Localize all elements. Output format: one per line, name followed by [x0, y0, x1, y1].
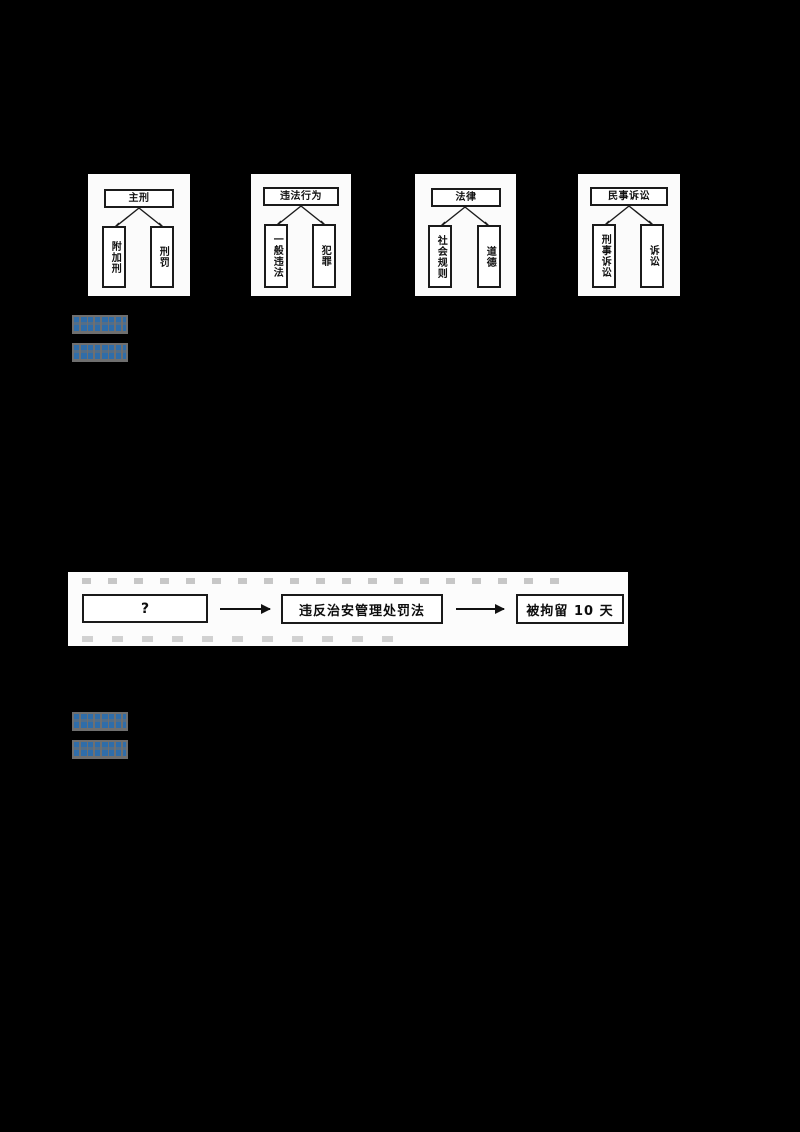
- concept-map-row: 主刑 附加刑 刑罚 违法行为 一般违法 犯罪: [0, 174, 800, 296]
- redaction-glyphs: [74, 345, 126, 359]
- redaction-group-1: [72, 315, 128, 362]
- flow-arrow-2: [456, 604, 505, 614]
- concept-node-left-4: 刑事诉讼: [592, 224, 616, 288]
- flow-step-1-box: ?: [82, 594, 208, 623]
- concept-node-right-2: 犯罪: [312, 224, 336, 288]
- concept-map-card-1: 主刑 附加刑 刑罚: [88, 174, 190, 296]
- concept-node-top-4: 民事诉讼: [590, 187, 668, 206]
- redaction-glyphs: [74, 714, 126, 728]
- redaction-bar-2b: [72, 740, 128, 759]
- concept-node-left-3: 社会规则: [428, 225, 452, 288]
- flow-step-3-box: 被拘留 10 天: [516, 594, 624, 624]
- concept-node-left-1: 附加刑: [102, 226, 126, 288]
- concept-node-right-3: 道德: [477, 225, 501, 288]
- redaction-glyphs: [74, 742, 126, 756]
- redaction-bar-1b: [72, 343, 128, 362]
- flow-step-2-box: 违反治安管理处罚法: [281, 594, 443, 624]
- concept-node-right-1: 刑罚: [150, 226, 174, 288]
- concept-map-card-4: 民事诉讼 刑事诉讼 诉讼: [578, 174, 680, 296]
- concept-node-top-3: 法律: [431, 188, 501, 207]
- concept-node-top-1: 主刑: [104, 189, 174, 208]
- concept-node-top-2: 违法行为: [263, 187, 339, 206]
- redaction-bar-1a: [72, 315, 128, 334]
- redaction-group-2: [72, 712, 128, 759]
- scan-artifact-top: [82, 578, 568, 584]
- scan-artifact-bottom: [82, 636, 412, 642]
- flow-chart: ? 违反治安管理处罚法 被拘留 10 天: [68, 572, 628, 646]
- concept-node-left-2: 一般违法: [264, 224, 288, 288]
- redaction-bar-2a: [72, 712, 128, 731]
- concept-node-right-4: 诉讼: [640, 224, 664, 288]
- concept-map-card-2: 违法行为 一般违法 犯罪: [251, 174, 351, 296]
- redaction-glyphs: [74, 317, 126, 331]
- flow-arrow-1: [220, 604, 271, 614]
- concept-map-card-3: 法律 社会规则 道德: [415, 174, 516, 296]
